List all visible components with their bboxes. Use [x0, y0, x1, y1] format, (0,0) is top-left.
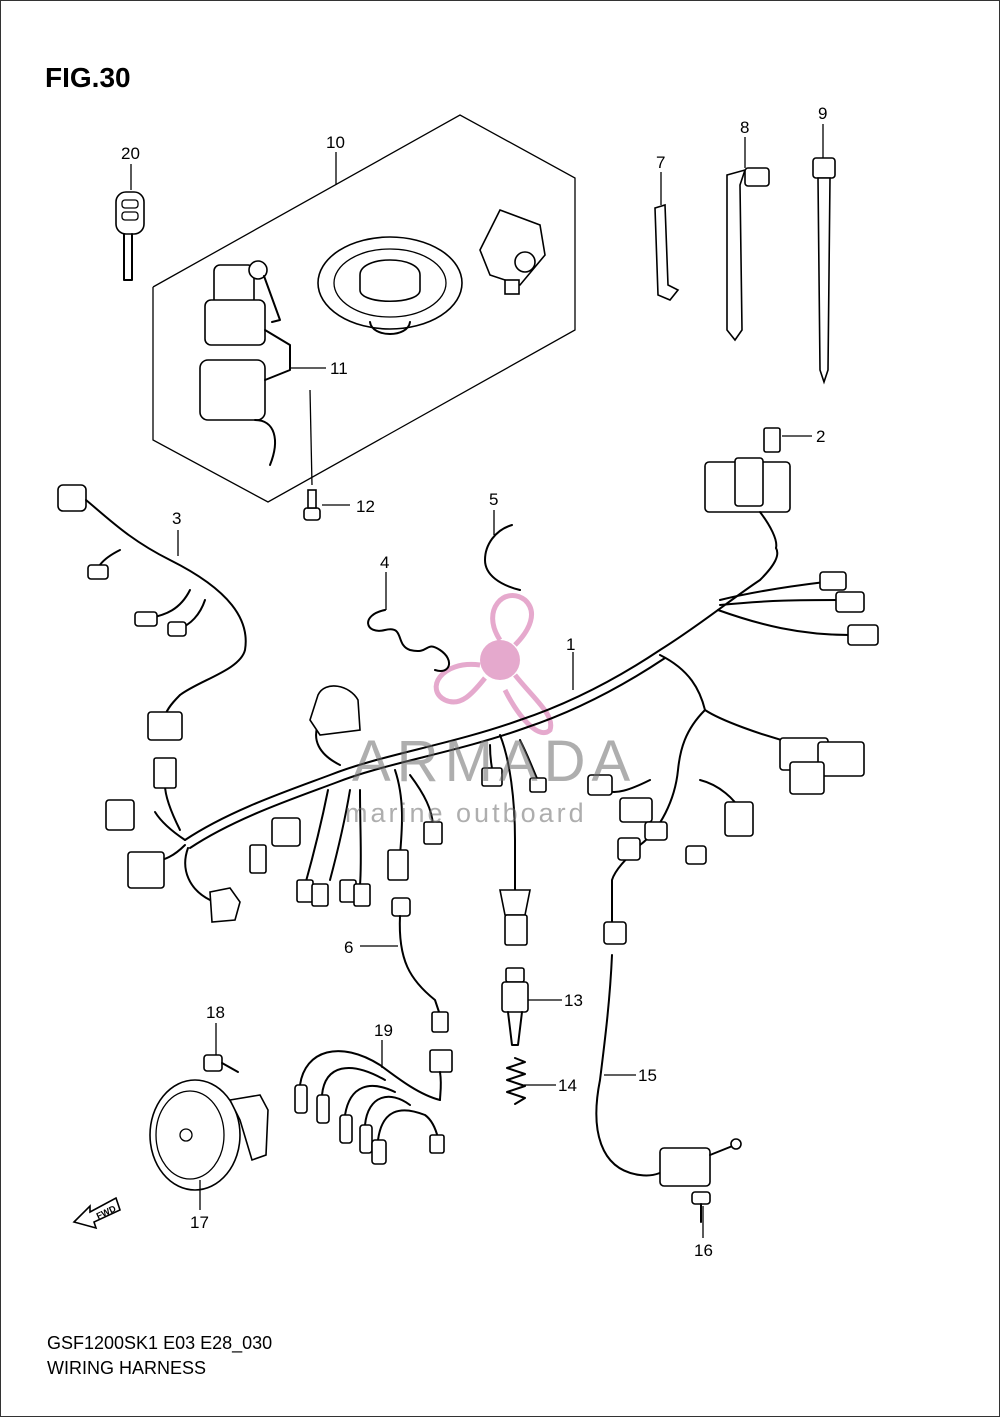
part-label-11: 11: [330, 359, 348, 378]
fwd-arrow-icon: FWD: [72, 1196, 121, 1230]
footer-model-code: GSF1200SK1 E03 E28_030: [47, 1333, 273, 1353]
footer-section-name: WIRING HARNESS: [47, 1358, 207, 1378]
part-label-20: 20: [121, 144, 140, 163]
watermark-logo: [433, 593, 554, 735]
part-label-9: 9: [818, 104, 827, 123]
part-16-screw: [691, 1191, 711, 1223]
part-label-7: 7: [656, 153, 665, 172]
part-1-main-harness: [105, 547, 879, 946]
part-18-bolt: [203, 1054, 239, 1073]
part-label-10: 10: [326, 133, 345, 152]
part-10-lock-set-box: [152, 114, 576, 503]
part-10-seat-lock: [479, 208, 546, 295]
part-label-1: 1: [566, 635, 575, 654]
part-5-wire-clip: [484, 524, 521, 591]
part-label-6: 6: [344, 938, 353, 957]
watermark-subtitle: marine outboard: [345, 798, 587, 828]
part-9-cable-tie: [812, 157, 836, 385]
part-label-13: 13: [564, 991, 583, 1010]
part-14-spring: [506, 1057, 526, 1105]
part-3-sub-harness: [57, 484, 247, 741]
part-label-19: 19: [374, 1021, 393, 1040]
part-2-fuse: [763, 427, 781, 453]
part-label-12: 12: [356, 497, 375, 516]
part-15-switch-lead: [595, 954, 742, 1187]
part-13-switch: [501, 967, 529, 1046]
part-20-key: [115, 191, 145, 281]
part-label-8: 8: [740, 118, 749, 137]
part-label-14: 14: [558, 1076, 577, 1095]
part-19-plug-leads: [294, 1049, 453, 1165]
part-label-4: 4: [380, 553, 389, 572]
watermark-brand: ARMADA: [352, 729, 637, 794]
part-8-clamp: [726, 167, 770, 342]
part-12-screw: [303, 489, 321, 521]
part-label-5: 5: [489, 490, 498, 509]
part-7-clamp: [654, 203, 680, 301]
part-label-15: 15: [638, 1066, 657, 1085]
part-6-lead-wire: [391, 897, 449, 1033]
part-17-horn: [149, 1079, 269, 1191]
figure-title: FIG.30: [45, 62, 131, 93]
part-labels: 1 2 3 4 5 6 7 8 9 10 11 12 13 14 15 16 1…: [121, 104, 827, 1260]
leader-lines: [130, 124, 824, 1238]
fuse-box: [704, 457, 791, 549]
part-label-2: 2: [816, 427, 825, 446]
part-label-16: 16: [694, 1241, 713, 1260]
part-label-18: 18: [206, 1003, 225, 1022]
part-label-17: 17: [190, 1213, 209, 1232]
part-label-3: 3: [172, 509, 181, 528]
part-11-ignition-switch: [199, 260, 291, 466]
part-4-spring-clip: [367, 609, 450, 672]
part-10-fuel-cap: [317, 236, 463, 335]
